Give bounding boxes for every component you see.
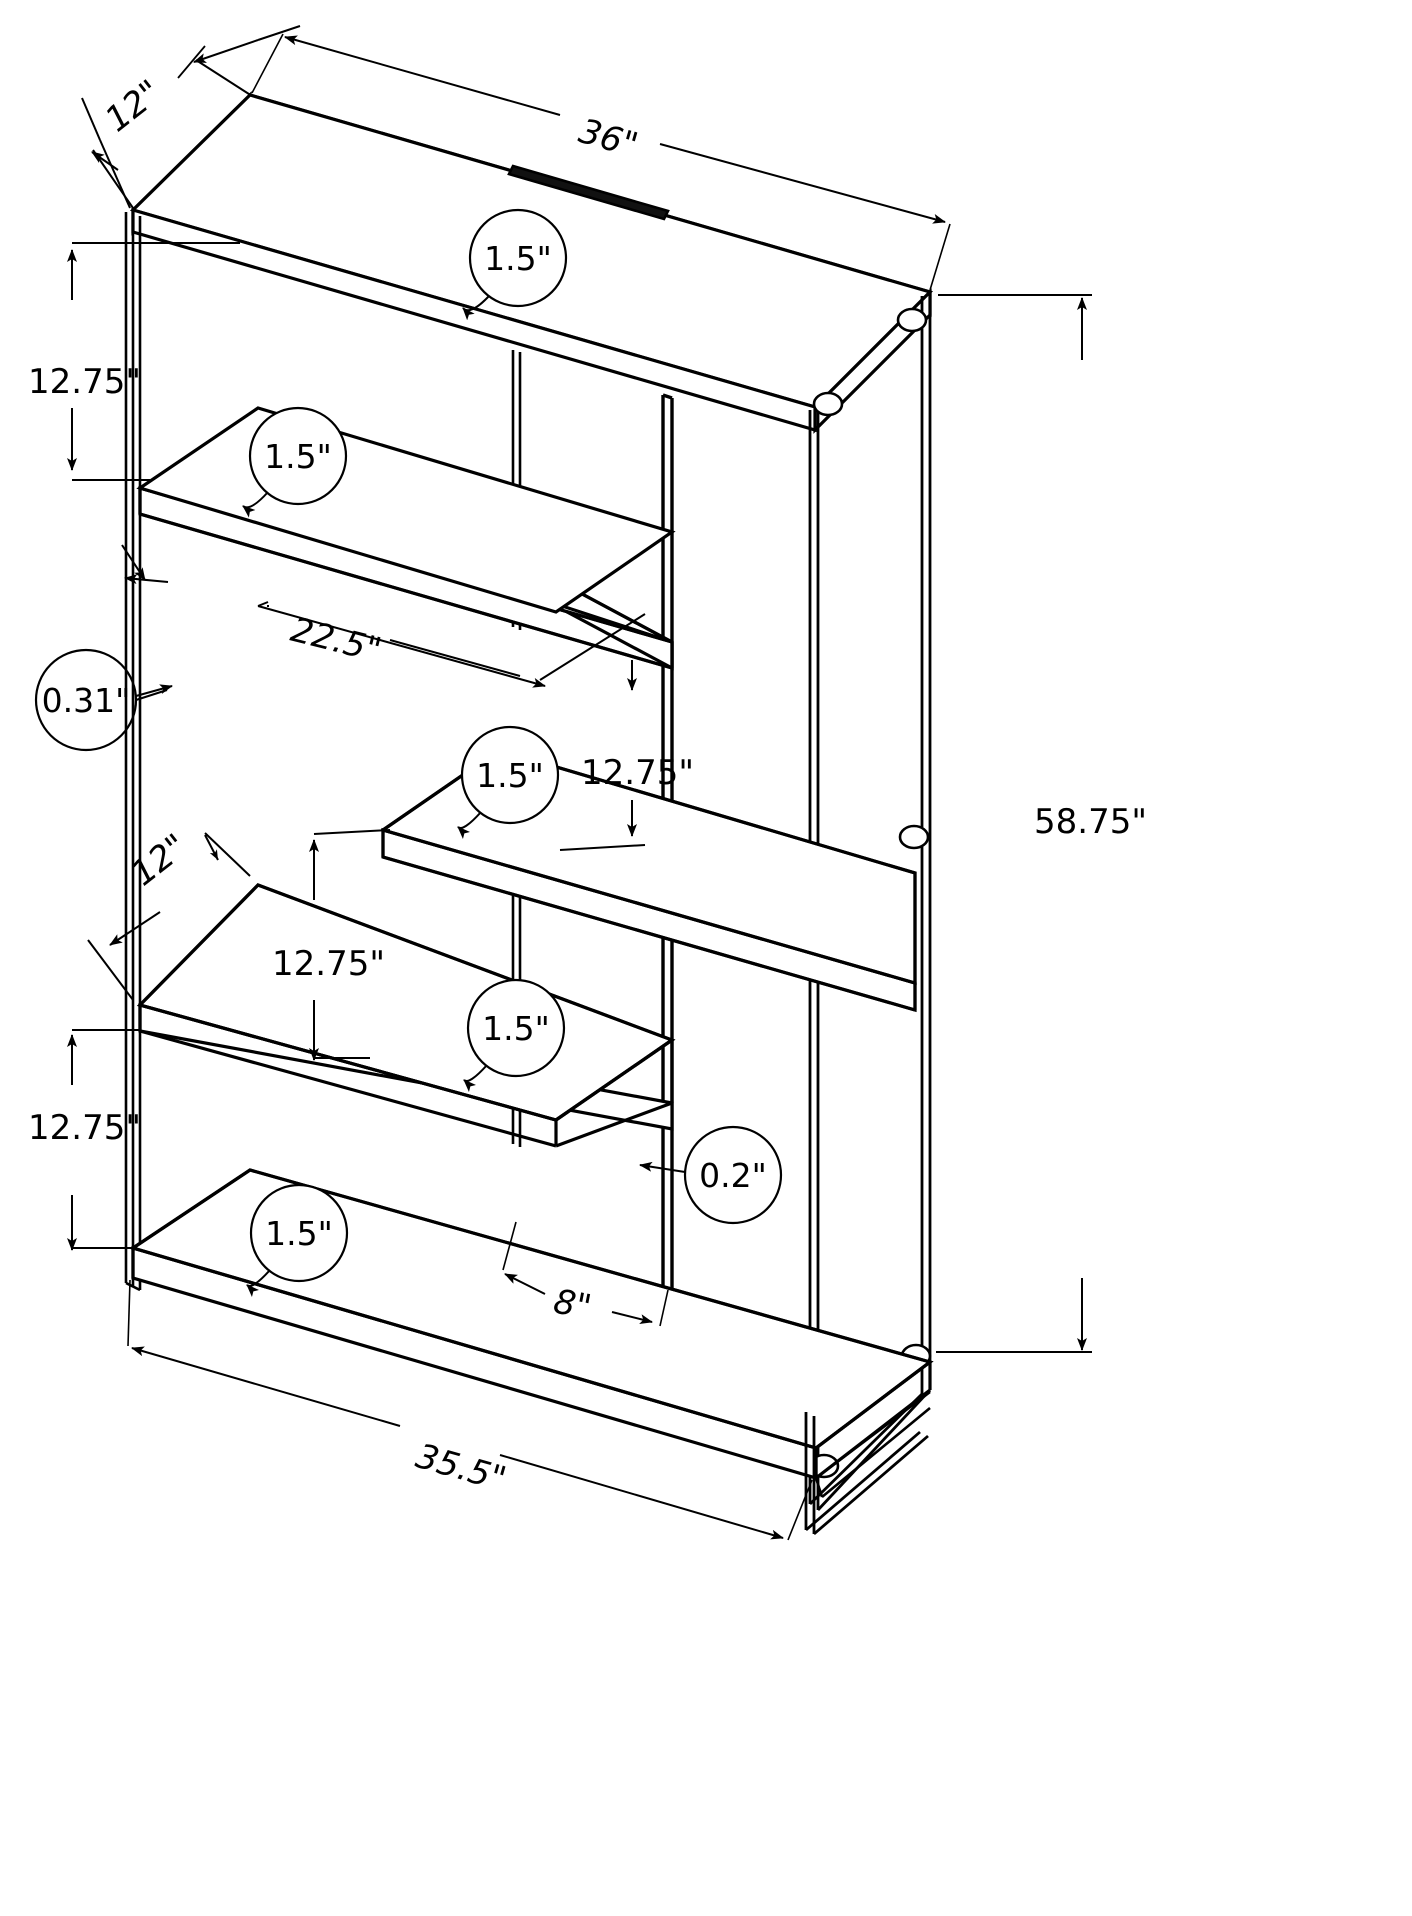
dim-gap-mid-right [539,613,646,851]
callout-shelf-2: 1.5" [242,406,348,518]
label-width-top: 36" [575,111,643,166]
label-gap-top: 12.75" [28,362,141,402]
label-depth-bottom: 12" [124,826,195,894]
label-thickness-shelf-3: 1.5" [476,756,544,795]
dim-glass-thickness [34,648,173,752]
dim-overall-height [936,294,1092,1353]
dim-depth-top [81,25,301,209]
dim-width-bottom [127,1279,813,1541]
dimension-lines [34,25,1092,1541]
label-divider-thickness: 0.2" [699,1156,767,1195]
dim-gap-top [67,242,240,481]
dim-shelf-span [257,601,546,688]
label-thickness-top-shelf: 1.5" [484,239,552,278]
left-glass-panel [124,212,142,1292]
label-overall-height: 58.75" [1034,802,1147,842]
label-width-bottom: 35.5" [412,1436,511,1500]
label-thickness-shelf-2: 1.5" [264,437,332,476]
label-thickness-bottom-shelf: 1.5" [265,1214,333,1253]
label-gap-mid-right: 12.75" [581,753,694,793]
bottom-shelf-foot [814,1390,931,1499]
dim-width-top [251,33,951,291]
dim-divider-thickness [639,1125,783,1225]
thickness-callouts: 1.5" 1.5" 1.5" 1.5" 1.5" [242,208,568,1298]
callout-shelf-3: 1.5" [457,725,560,840]
label-offset-8: 8" [550,1282,594,1328]
callout-shelf-4: 1.5" [463,978,566,1093]
label-shelf-span: 22.5" [287,610,385,671]
dim-gap-bottom [67,1029,140,1251]
dim-depth-bottom [87,832,251,1001]
right-glass-lower [804,1412,929,1536]
callout-top-shelf: 1.5" [462,208,568,321]
label-glass-thickness: 0.31" [42,681,131,720]
label-gap-mid-left: 12.75" [272,944,385,984]
shelf-4 [136,883,676,1148]
label-gap-bottom: 12.75" [28,1108,141,1148]
label-depth-top: 12" [98,72,169,140]
dim-offset-8 [502,1221,669,1327]
dim-gap-mid-left [309,829,391,1061]
label-thickness-shelf-4: 1.5" [482,1009,550,1048]
callout-bottom-shelf: 1.5" [246,1183,349,1298]
top-surface-notch [507,164,670,221]
leader-left-panel-edge [121,544,169,585]
